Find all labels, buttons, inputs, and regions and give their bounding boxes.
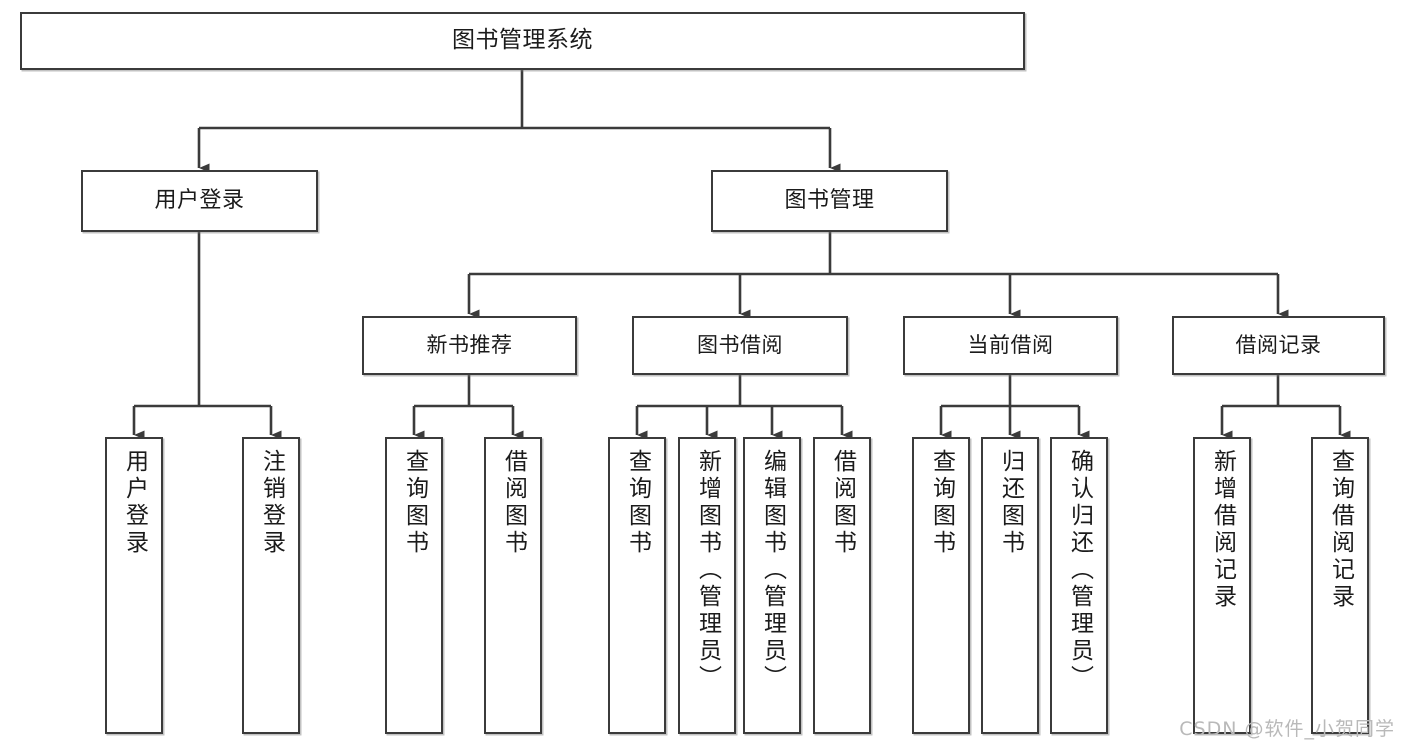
- node-label: 查询图书: [928, 449, 955, 557]
- node-root[interactable]: 图书管理系统: [20, 12, 1025, 70]
- leaf-query-book-borrow[interactable]: 查询图书: [608, 437, 666, 734]
- node-user-login[interactable]: 用户登录: [81, 170, 318, 232]
- node-label: 查询图书: [401, 449, 428, 557]
- node-label: 新书推荐: [426, 333, 513, 358]
- leaf-query-borrow-record[interactable]: 查询借阅记录: [1311, 437, 1369, 734]
- leaf-return-book[interactable]: 归还图书: [981, 437, 1039, 734]
- node-label: 借阅图书: [829, 449, 856, 557]
- leaf-borrow-book[interactable]: 借阅图书: [813, 437, 871, 734]
- node-label: 确认归还（管理员）: [1066, 449, 1093, 692]
- node-label: 归还图书: [997, 449, 1024, 557]
- node-label: 新增图书（管理员）: [694, 449, 721, 692]
- node-label: 用户登录: [154, 188, 245, 214]
- node-label: 借阅记录: [1235, 333, 1322, 358]
- leaf-query-book-recommend[interactable]: 查询图书: [385, 437, 443, 734]
- node-label: 图书管理系统: [452, 27, 593, 54]
- node-label: 当前借阅: [967, 333, 1054, 358]
- node-label: 用户登录: [121, 449, 148, 557]
- node-label: 新增借阅记录: [1209, 449, 1236, 611]
- node-label: 查询借阅记录: [1327, 449, 1354, 611]
- leaf-logout[interactable]: 注销登录: [242, 437, 300, 734]
- leaf-user-login[interactable]: 用户登录: [105, 437, 163, 734]
- node-label: 注销登录: [258, 449, 285, 557]
- leaf-edit-book-admin[interactable]: 编辑图书（管理员）: [743, 437, 801, 734]
- node-borrow-record[interactable]: 借阅记录: [1172, 316, 1385, 375]
- node-current-borrow[interactable]: 当前借阅: [903, 316, 1118, 375]
- leaf-query-book-current[interactable]: 查询图书: [912, 437, 970, 734]
- node-label: 图书借阅: [697, 333, 783, 358]
- node-label: 图书管理: [784, 188, 875, 214]
- leaf-confirm-return-admin[interactable]: 确认归还（管理员）: [1050, 437, 1108, 734]
- leaf-add-book-admin[interactable]: 新增图书（管理员）: [678, 437, 736, 734]
- leaf-add-borrow-record[interactable]: 新增借阅记录: [1193, 437, 1251, 734]
- node-label: 借阅图书: [500, 449, 527, 557]
- node-book-borrow[interactable]: 图书借阅: [632, 316, 848, 375]
- leaf-borrow-book-recommend[interactable]: 借阅图书: [484, 437, 542, 734]
- node-label: 编辑图书（管理员）: [759, 449, 786, 692]
- node-label: 查询图书: [624, 449, 651, 557]
- node-book-management[interactable]: 图书管理: [711, 170, 948, 232]
- node-new-book-recommend[interactable]: 新书推荐: [362, 316, 577, 375]
